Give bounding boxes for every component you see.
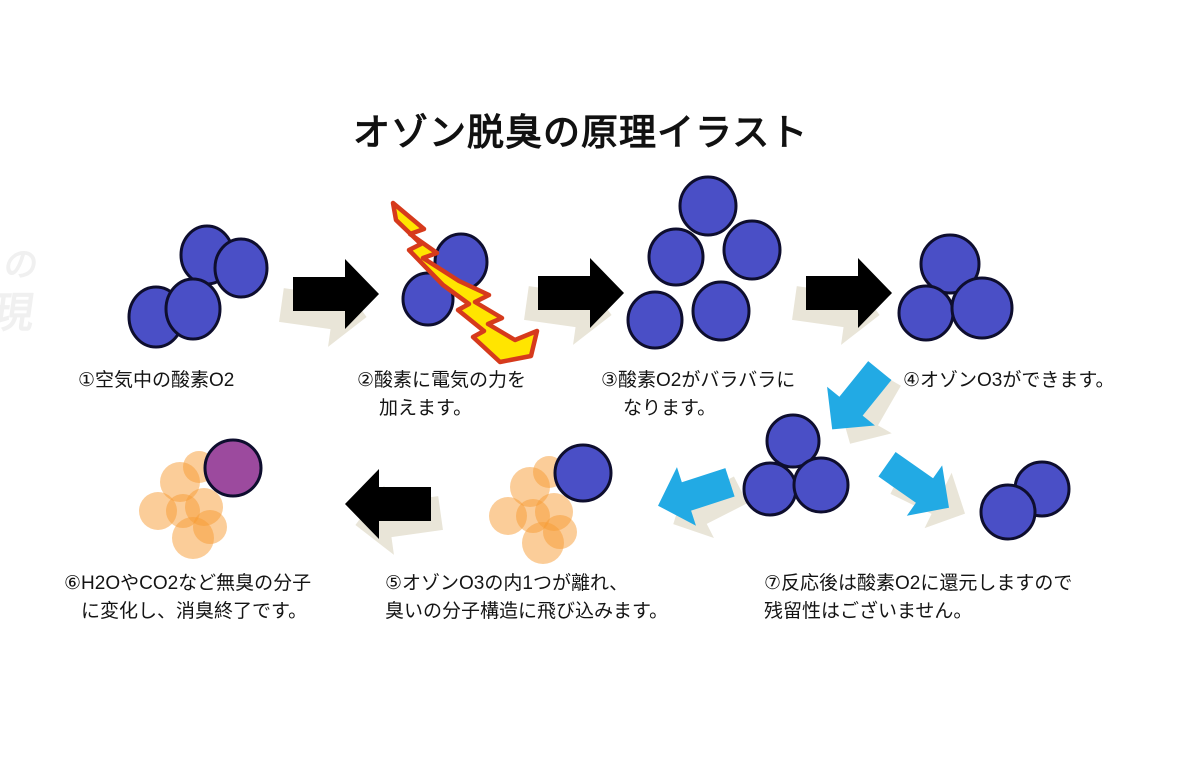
- ozone-molecule-top: [897, 233, 1014, 342]
- odor-molecule-cluster: [489, 456, 577, 564]
- oxygen-atom-attacking: [553, 443, 613, 503]
- step5-label: ⑤オゾンO3の内1つが離れ、 臭いの分子構造に飛び込みます。: [385, 573, 669, 622]
- step1-label: ①空気中の酸素O2: [78, 370, 235, 391]
- ozone-molecule-mid: [742, 413, 850, 517]
- down-left-arrow-icon: [827, 361, 892, 430]
- lightning-icon: [390, 200, 540, 365]
- o2-molecules-step1: [127, 224, 269, 349]
- step4-label: ④オゾンO3ができます。: [903, 370, 1115, 391]
- step7-label: ⑦反応後は酸素O2に還元しますので 残留性はございません。: [764, 573, 1073, 622]
- left-arrow-icon-cyan: [658, 467, 735, 526]
- o-atoms-scattered: [626, 175, 782, 350]
- step6-label: ⑥H2OやCO2など無臭の分子 に変化し、消臭終了です。: [64, 573, 312, 622]
- diagram-title: オゾン脱臭の原理イラスト: [353, 112, 809, 153]
- step2-label: ②酸素に電気の力を 加えます。: [357, 370, 527, 419]
- right-arrow-icon: [538, 258, 624, 328]
- step3-label: ③酸素O2がバラバラに なります。: [601, 370, 796, 419]
- down-right-arrow-icon: [878, 452, 949, 516]
- o2-molecule-restored: [979, 460, 1071, 541]
- right-arrow-icon: [293, 259, 379, 329]
- right-arrow-icon: [806, 258, 892, 328]
- odorless-atom: [203, 438, 263, 498]
- left-arrow-icon-black: [345, 469, 431, 539]
- odorless-molecule-cluster: [139, 451, 227, 559]
